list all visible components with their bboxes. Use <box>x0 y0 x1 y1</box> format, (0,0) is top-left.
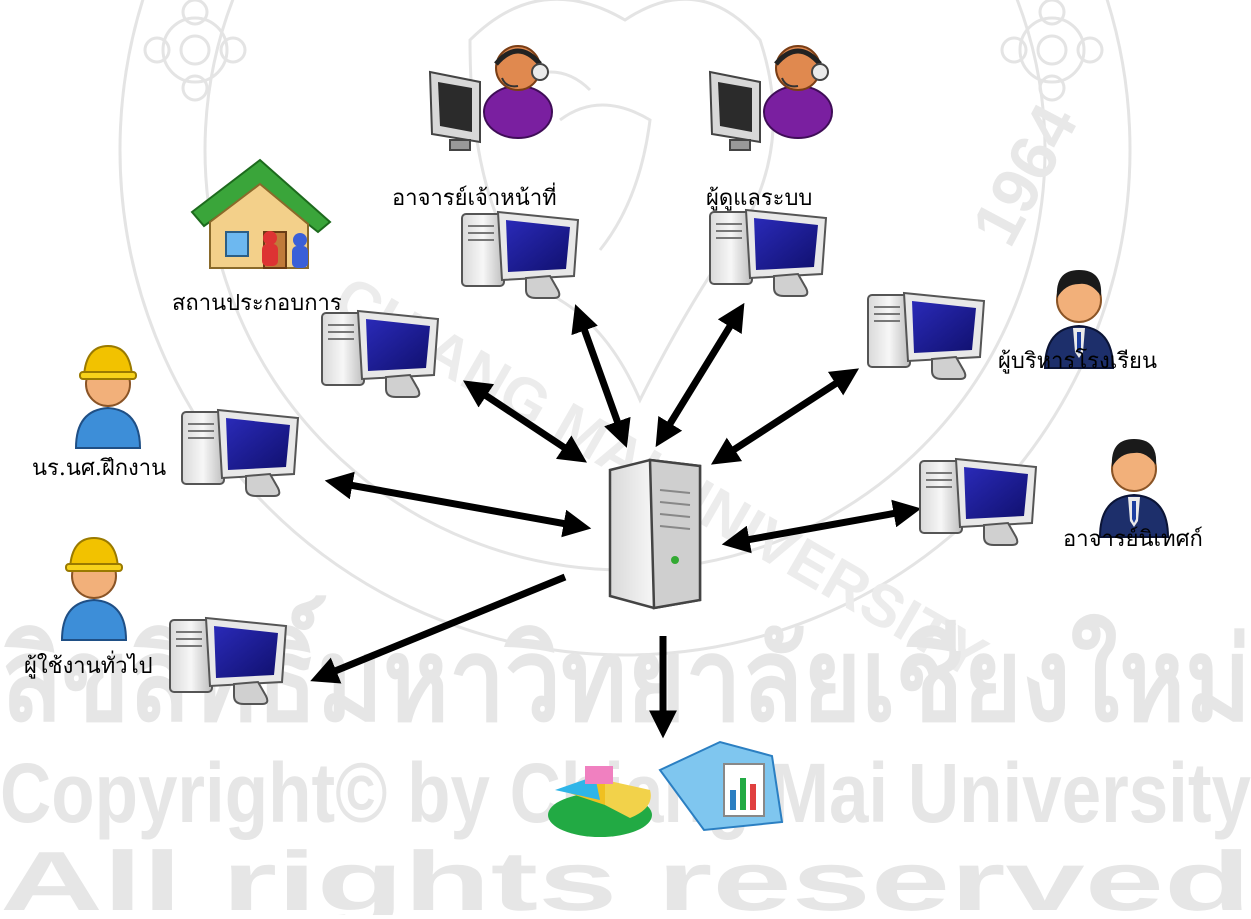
watermark-seal-year: 1964 <box>957 92 1091 257</box>
watermark-flower-right <box>1000 0 1104 102</box>
arrow-teacher-staff-server <box>571 304 631 448</box>
label-trainee-student: นร.นศ.ฝึกงาน <box>32 456 167 481</box>
computer-icon-admin <box>709 209 827 297</box>
computer-icon-teacher-staff <box>461 211 579 299</box>
label-teacher-staff: อาจารย์เจ้าหน้าที่ <box>392 186 557 211</box>
arrow-supervising-teacher-server <box>721 499 922 554</box>
label-workplace: สถานประกอบการ <box>172 291 342 316</box>
arrow-school-executive-server <box>710 368 860 465</box>
watermark-flower-left <box>143 0 247 102</box>
arrow-admin-server <box>655 302 745 448</box>
arrow-trainee-server <box>324 471 592 538</box>
arrow-workplace-server <box>463 380 587 463</box>
headset-operator-icon-teacher-staff <box>430 46 552 150</box>
computer-icon-school-executive <box>867 292 985 380</box>
computer-icon-supervising-teacher <box>919 458 1037 546</box>
arrow-server-general-user <box>310 573 567 684</box>
label-supervising-teacher: อาจารย์นิเทศก์ <box>1063 527 1203 552</box>
computer-icon-trainee <box>181 409 299 497</box>
label-general-user: ผู้ใช้งานทั่วไป <box>24 654 153 679</box>
headset-operator-icon-admin <box>710 46 832 150</box>
worker-icon-general-user <box>61 537 127 641</box>
computer-icon-workplace <box>321 310 439 398</box>
label-admin: ผู้ดูแลระบบ <box>706 186 813 211</box>
server-icon <box>608 458 702 610</box>
watermark-rights-line: All rights reserved <box>0 834 1251 915</box>
reports-icon <box>548 740 784 837</box>
label-school-executive: ผู้บริหารโรงเรียน <box>998 349 1157 374</box>
worker-icon-trainee <box>75 345 141 449</box>
house-icon <box>190 158 332 269</box>
